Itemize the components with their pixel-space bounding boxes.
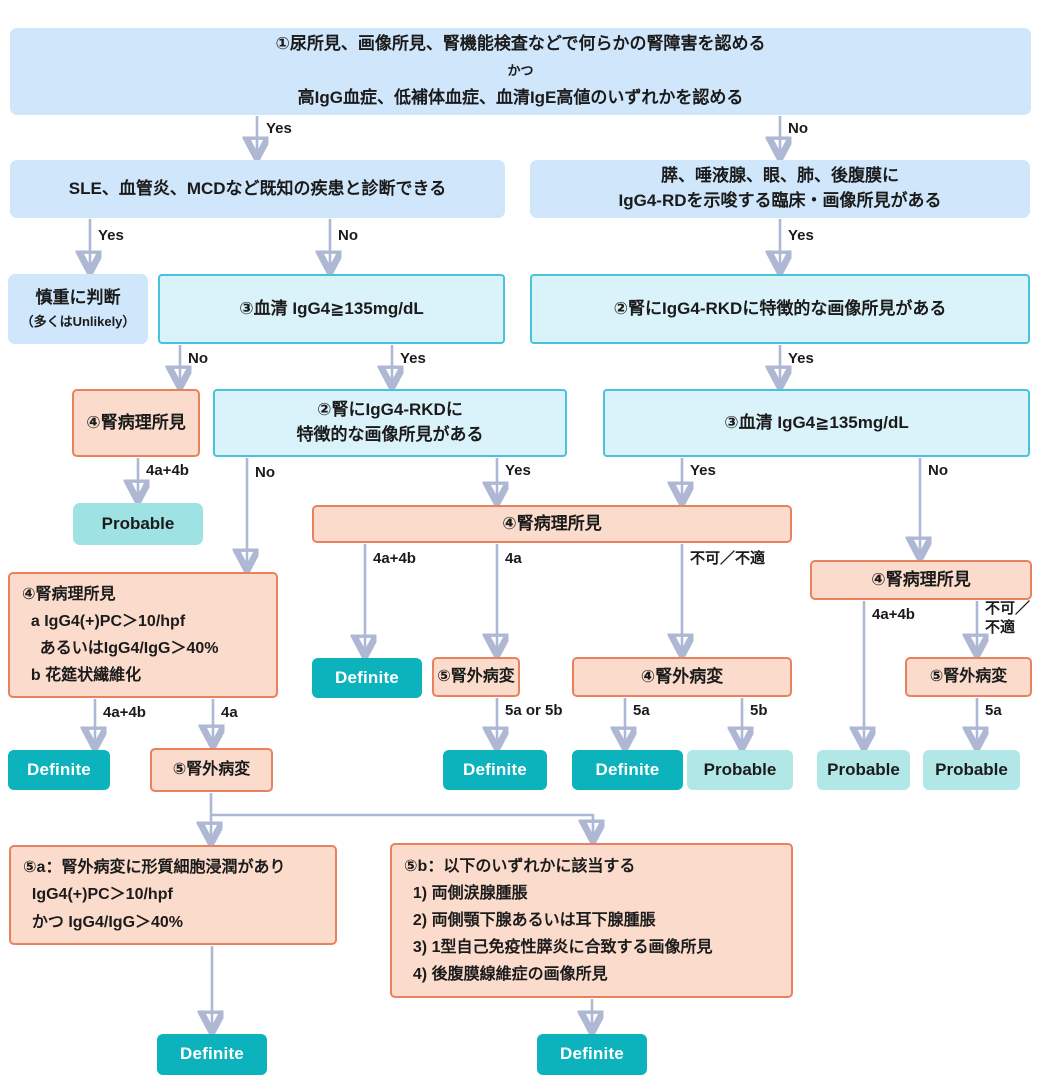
edge-label-no: No: [255, 464, 275, 481]
kidney-imaging-mid-box: ②腎にIgG4-RKDに 特徴的な画像所見がある: [213, 389, 567, 457]
extrarenal-lesion-4-box: ④腎外病変: [572, 657, 792, 697]
definite-result-left: Definite: [8, 750, 110, 790]
entry-condition-box: ①尿所見、画像所見、腎機能検査などで何らかの腎障害を認める かつ 高IgG血症、…: [10, 28, 1031, 115]
careful-judgment-text: 慎重に判断 （多くはUnlikely）: [21, 286, 136, 331]
edge-label-4a4b: 4a+4b: [373, 550, 416, 567]
edge-label-5b: 5b: [750, 702, 768, 719]
edge-label-no: No: [188, 350, 208, 367]
definite-result-3: Definite: [443, 750, 547, 790]
kidney-imaging-right-box: ②腎にIgG4-RKDに特徴的な画像所見がある: [530, 274, 1030, 344]
edge-label-no: No: [928, 462, 948, 479]
entry-condition-line3: 高IgG血症、低補体血症、血清IgE高値のいずれかを認める: [297, 87, 744, 107]
edge-label-yes: Yes: [788, 350, 814, 367]
definite-result-mid: Definite: [312, 658, 422, 698]
serum-igg4-left-box: ③血清 IgG4≧135mg/dL: [158, 274, 505, 344]
edge-label-yes: Yes: [266, 120, 292, 137]
edge-label-yes: Yes: [505, 462, 531, 479]
edge-label-yes: Yes: [788, 227, 814, 244]
careful-judgment-box: 慎重に判断 （多くはUnlikely）: [8, 274, 148, 344]
edge-label-4a4b: 4a+4b: [103, 704, 146, 721]
edge-label-unavailable: 不可／不適: [690, 550, 766, 567]
edge-label-5a: 5a: [633, 702, 650, 719]
definite-result-5b: Definite: [537, 1034, 647, 1075]
probable-result-3: Probable: [817, 750, 910, 790]
edge-label-5a: 5a: [985, 702, 1002, 719]
edge-label-4a4b: 4a+4b: [872, 606, 915, 623]
suggestive-findings-box: 膵、唾液腺、眼、肺、後腹膜に IgG4-RDを示唆する臨床・画像所見がある: [530, 160, 1030, 218]
edge-label-yes: Yes: [98, 227, 124, 244]
entry-condition-line1: ①尿所見、画像所見、腎機能検査などで何らかの腎障害を認める: [275, 34, 766, 54]
extrarenal-lesion-left-box: ⑤腎外病変: [150, 748, 273, 792]
probable-result-1: Probable: [73, 503, 203, 545]
definite-result-5a: Definite: [157, 1034, 267, 1075]
edge-label-4a: 4a: [505, 550, 522, 567]
entry-condition-text: ①尿所見、画像所見、腎機能検査などで何らかの腎障害を認める かつ 高IgG血症、…: [275, 32, 765, 110]
entry-condition-line2: かつ: [507, 63, 534, 79]
probable-result-4: Probable: [923, 750, 1020, 790]
edge-label-5a-or-5b: 5a or 5b: [505, 702, 563, 719]
condition-5a-box: ⑤a：腎外病変に形質細胞浸潤があり IgG4(+)PC＞10/hpf かつ Ig…: [9, 845, 337, 945]
serum-igg4-right-box: ③血清 IgG4≧135mg/dL: [603, 389, 1030, 457]
definite-result-4: Definite: [572, 750, 683, 790]
extrarenal-lesion-right-box: ⑤腎外病変: [905, 657, 1032, 697]
careful-judgment-line1: 慎重に判断: [35, 288, 121, 308]
renal-pathology-wide-box: ④腎病理所見: [312, 505, 792, 543]
known-disease-box: SLE、血管炎、MCDなど既知の疾患と診断できる: [10, 160, 505, 218]
edge-label-no: No: [788, 120, 808, 137]
edge-label-no: No: [338, 227, 358, 244]
probable-result-2: Probable: [687, 750, 793, 790]
renal-pathology-detail-box: ④腎病理所見 a IgG4(+)PC＞10/hpf あるいはIgG4/IgG＞4…: [8, 572, 278, 698]
edge-label-unavailable: 不可／ 不適: [985, 600, 1031, 636]
edge-label-yes: Yes: [690, 462, 716, 479]
careful-judgment-line2: （多くはUnlikely）: [20, 313, 136, 329]
edge: [211, 813, 593, 839]
edge-label-4a: 4a: [221, 704, 238, 721]
renal-pathology-small-box: ④腎病理所見: [72, 389, 200, 457]
edge-label-yes: Yes: [400, 350, 426, 367]
extrarenal-lesion-mid-box: ⑤腎外病変: [432, 657, 520, 697]
condition-5b-box: ⑤b：以下のいずれかに該当する 1) 両側涙腺腫脹 2) 両側顎下腺あるいは耳下…: [390, 843, 793, 998]
renal-pathology-right-box: ④腎病理所見: [810, 560, 1032, 600]
edge-label-4a4b: 4a+4b: [146, 462, 189, 479]
